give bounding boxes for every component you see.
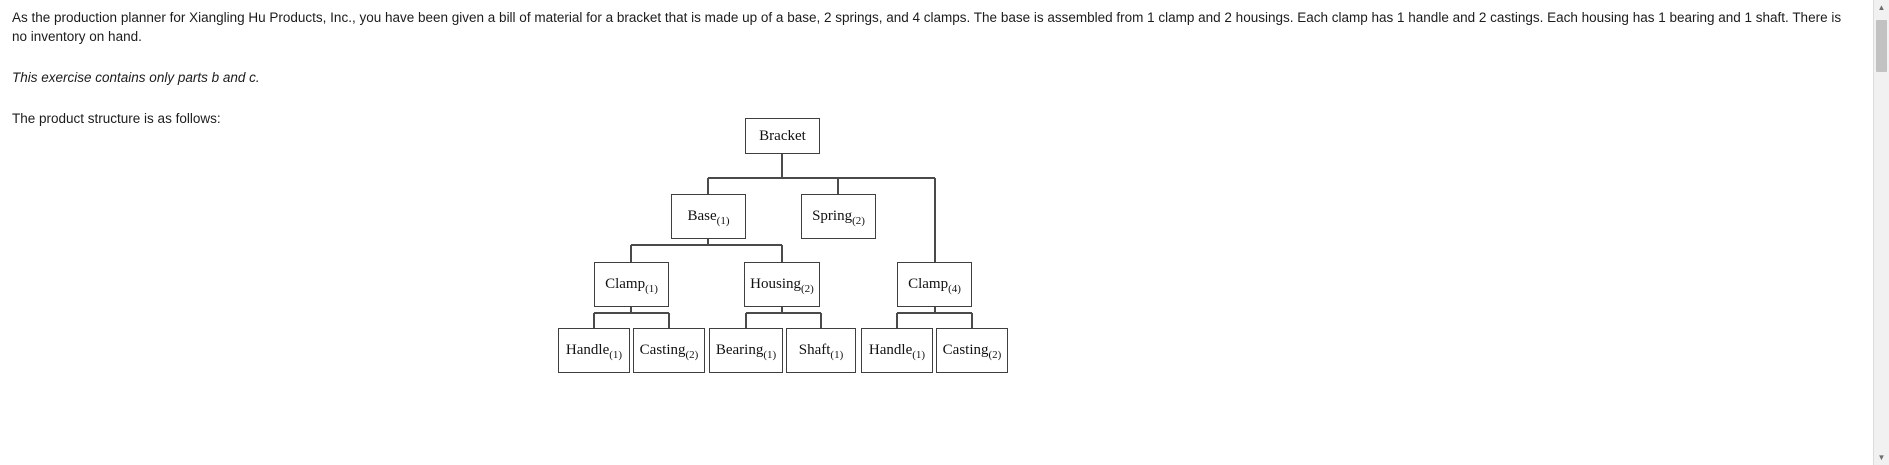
- node-spring-label: Spring: [812, 208, 853, 224]
- node-clamp-1-label: Clamp: [605, 276, 646, 292]
- node-handle-1-b[interactable]: Handle(1): [861, 328, 933, 373]
- tree-connector-lines: [593, 154, 973, 328]
- scrollbar-thumb[interactable]: [1876, 20, 1887, 72]
- structure-intro: The product structure is as follows:: [12, 111, 221, 126]
- node-casting-2-label: Casting: [639, 342, 686, 358]
- node-bearing-1-qty: (1): [763, 348, 777, 361]
- node-bearing-1-label: Bearing: [715, 342, 764, 358]
- node-handle-1-qty: (1): [609, 348, 623, 361]
- node-casting-2-b-qty: (2): [988, 348, 1002, 361]
- node-handle-1[interactable]: Handle(1): [558, 328, 630, 373]
- node-bracket-label: Bracket: [759, 127, 806, 144]
- node-housing-2-label: Housing: [750, 276, 801, 292]
- node-bracket[interactable]: Bracket: [745, 118, 820, 154]
- exercise-content: As the production planner for Xiangling …: [0, 0, 1870, 128]
- node-shaft-1-label: Shaft: [798, 342, 831, 358]
- node-casting-2[interactable]: Casting(2): [633, 328, 705, 373]
- node-handle-1-b-label: Handle: [868, 342, 913, 358]
- scroll-down-arrow-icon[interactable]: ▼: [1874, 450, 1889, 465]
- node-clamp-1[interactable]: Clamp(1): [594, 262, 669, 307]
- node-spring-qty: (2): [852, 214, 865, 227]
- node-housing-2[interactable]: Housing(2): [744, 262, 820, 307]
- scroll-up-arrow-icon[interactable]: ▲: [1874, 0, 1889, 15]
- node-shaft-1[interactable]: Shaft(1): [786, 328, 856, 373]
- vertical-scrollbar[interactable]: ▲ ▼: [1873, 0, 1889, 465]
- node-base-qty: (1): [716, 214, 730, 227]
- node-base[interactable]: Base(1): [671, 194, 746, 239]
- node-handle-1-label: Handle: [565, 342, 610, 358]
- node-shaft-1-qty: (1): [830, 348, 844, 361]
- node-base-label: Base: [687, 208, 717, 224]
- exercise-note: This exercise contains only parts b and …: [12, 70, 260, 85]
- node-casting-2-b-label: Casting: [942, 342, 989, 358]
- node-clamp-4[interactable]: Clamp(4): [897, 262, 972, 307]
- node-bearing-1[interactable]: Bearing(1): [709, 328, 783, 373]
- node-casting-2-qty: (2): [685, 348, 699, 361]
- problem-statement: As the production planner for Xiangling …: [12, 10, 1842, 44]
- node-spring[interactable]: Spring(2): [801, 194, 876, 239]
- node-handle-1-b-qty: (1): [912, 348, 926, 361]
- node-casting-2-b[interactable]: Casting(2): [936, 328, 1008, 373]
- node-clamp-4-qty: (4): [948, 282, 961, 295]
- node-housing-2-qty: (2): [801, 282, 814, 295]
- node-clamp-4-label: Clamp: [908, 276, 949, 292]
- node-clamp-1-qty: (1): [645, 282, 658, 295]
- product-structure-diagram: Bracket Base(1) Spring(2) Clamp(1) Housi…: [0, 110, 1870, 390]
